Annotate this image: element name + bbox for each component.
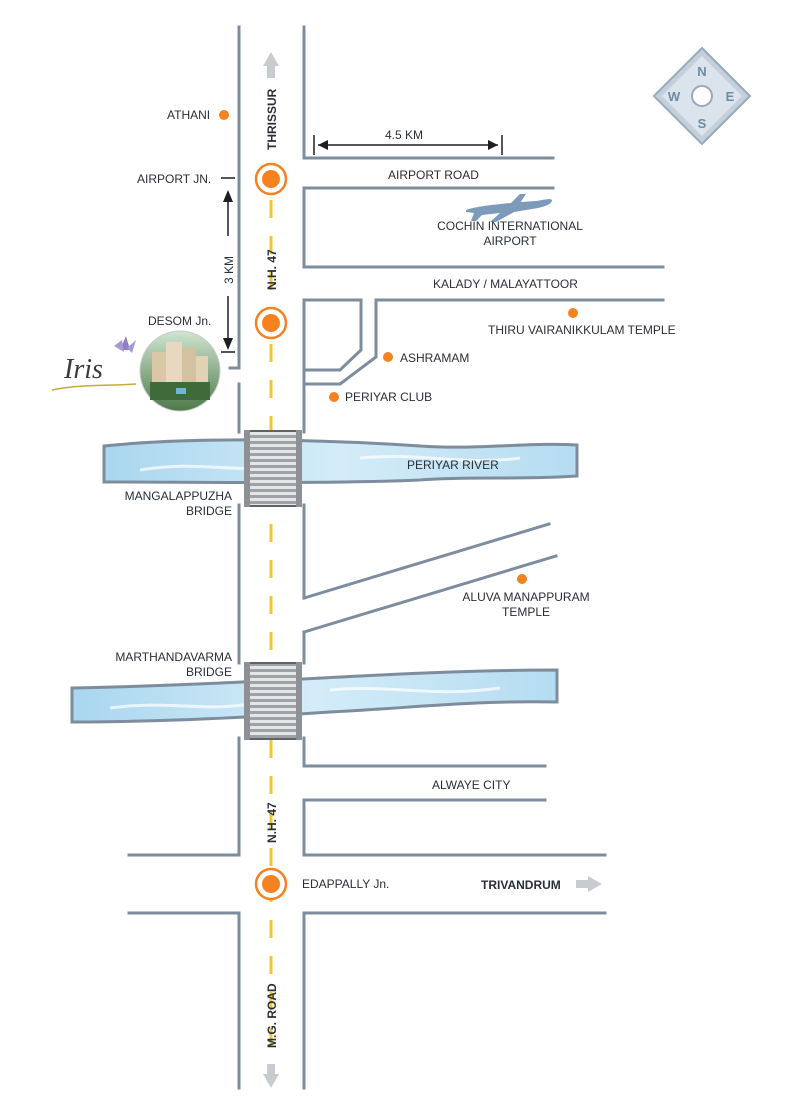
iris-logo-text: Iris [63, 354, 103, 385]
compass-n: N [697, 64, 706, 79]
nh47-label-south: N.H. 47 [265, 802, 279, 843]
periyar-river-label: PERIYAR RIVER [407, 458, 499, 472]
distance-4-5km [313, 135, 503, 155]
periyar-river [102, 438, 579, 484]
compass-w: W [668, 89, 681, 104]
thrissur-arrow-icon [263, 52, 279, 78]
athani-label: ATHANI [167, 108, 210, 122]
marthandavarma-label-line1: MARTHANDAVARMA [115, 650, 232, 664]
mg-road-label: M.G. ROAD [265, 983, 279, 1048]
marthandavarma-bridge [244, 662, 302, 740]
edappally-label: EDAPPALLY Jn. [302, 877, 389, 891]
km-3-label: 3 KM [222, 256, 236, 284]
mangalappuzha-label-line2: BRIDGE [186, 504, 232, 518]
nh47-label-north: N.H. 47 [265, 249, 279, 290]
compass-icon: N S E W [652, 46, 752, 146]
trivandrum-arrow-icon [576, 876, 602, 892]
periyar-club-label: PERIYAR CLUB [345, 390, 432, 404]
distance-3km [221, 177, 235, 353]
airport-name-line1: COCHIN INTERNATIONAL [437, 219, 583, 233]
aluva-temple-label-line2: TEMPLE [502, 605, 550, 619]
airport-road-label: AIRPORT ROAD [388, 168, 479, 182]
kalady-label: KALADY / MALAYATTOOR [433, 277, 578, 291]
thiru-temple-dot [568, 308, 578, 318]
alwaye-city-label: ALWAYE CITY [432, 778, 510, 792]
aluva-temple-label-line1: ALUVA MANAPPURAM [462, 590, 589, 604]
airport-jn-marker [254, 162, 288, 196]
iris-building-photo [139, 330, 221, 412]
marthandavarma-river [70, 668, 559, 724]
compass-s: S [698, 116, 707, 131]
iris-logo: Iris [51, 336, 137, 391]
airplane-icon [466, 194, 552, 222]
thrissur-label: THRISSUR [265, 88, 279, 150]
highway-nh47 [228, 25, 306, 1090]
compass-e: E [726, 89, 735, 104]
desom-jn-marker [254, 306, 288, 340]
athani-dot [219, 110, 229, 120]
desom-jn-label: DESOM Jn. [148, 314, 211, 328]
side-roads [127, 156, 665, 915]
mg-road-arrow-icon [263, 1064, 279, 1088]
mangalappuzha-bridge [244, 430, 302, 507]
ashramam-dot [383, 352, 393, 362]
edappally-jn-marker [254, 867, 288, 901]
thiru-temple-label: THIRU VAIRANIKKULAM TEMPLE [488, 323, 676, 337]
trivandrum-label: TRIVANDRUM [481, 878, 561, 892]
mangalappuzha-label-line1: MANGALAPPUZHA [125, 489, 232, 503]
km-4-5-label: 4.5 KM [385, 128, 423, 142]
aluva-temple-dot [517, 574, 527, 584]
airport-name-line2: AIRPORT [483, 234, 537, 248]
ashramam-label: ASHRAMAM [400, 351, 469, 365]
periyar-club-dot [329, 392, 339, 402]
marthandavarma-label-line2: BRIDGE [186, 665, 232, 679]
airport-jn-label: AIRPORT JN. [137, 172, 211, 186]
